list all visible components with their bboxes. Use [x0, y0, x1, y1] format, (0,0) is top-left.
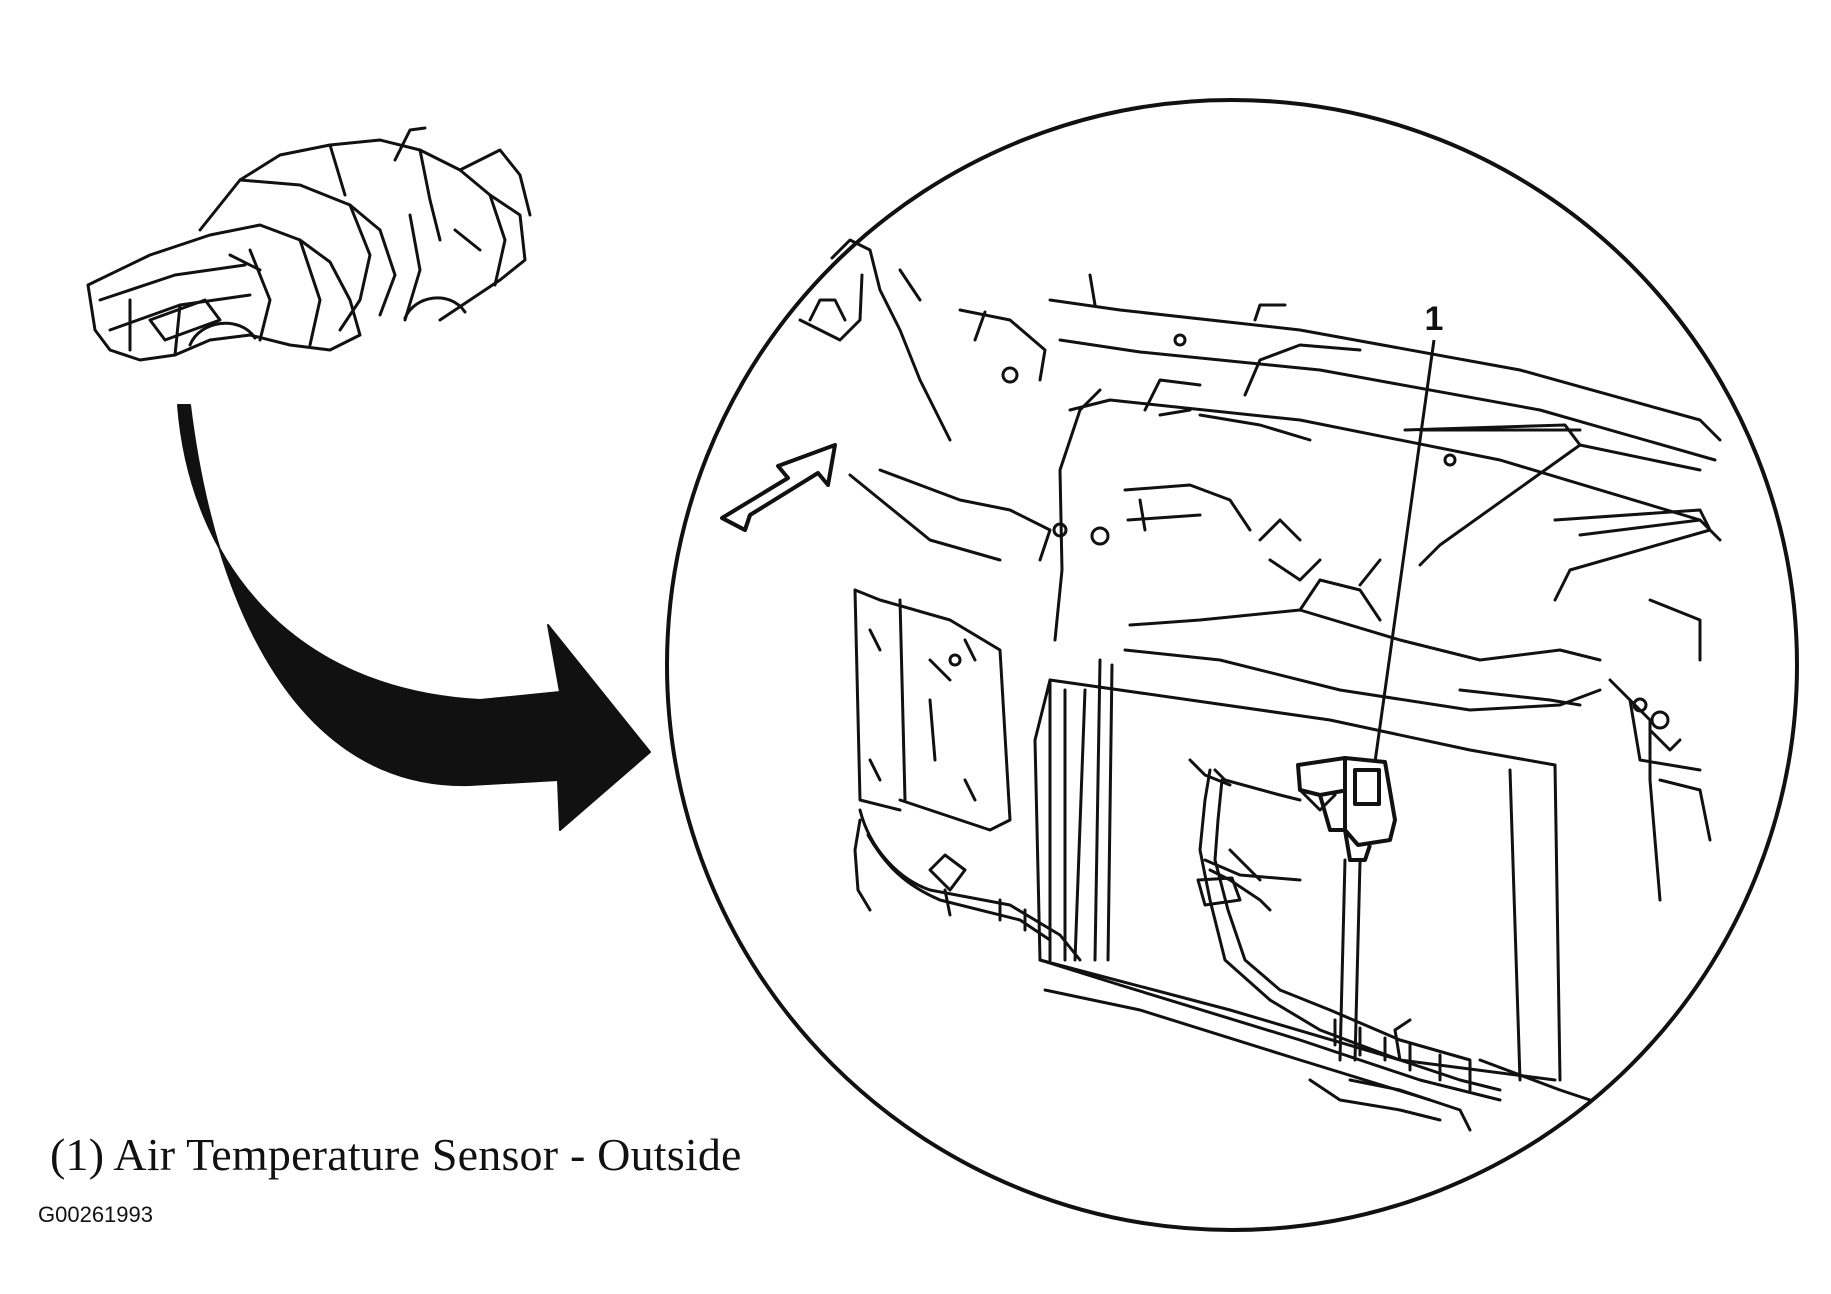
- callout-number: 1: [1425, 300, 1444, 338]
- forward-direction-arrow-icon: [720, 443, 837, 532]
- radiator-support-detail: [798, 238, 1722, 1132]
- car-body-outline-icon: [86, 126, 532, 362]
- component-caption: (1) Air Temperature Sensor - Outside: [50, 1129, 742, 1180]
- figure-id: G00261993: [38, 1202, 153, 1227]
- detail-view-circle: [665, 98, 1799, 1232]
- callout-leader-line: [1373, 339, 1436, 763]
- outside-air-temperature-sensor: [1296, 756, 1397, 862]
- curved-arrow-icon: [177, 404, 651, 831]
